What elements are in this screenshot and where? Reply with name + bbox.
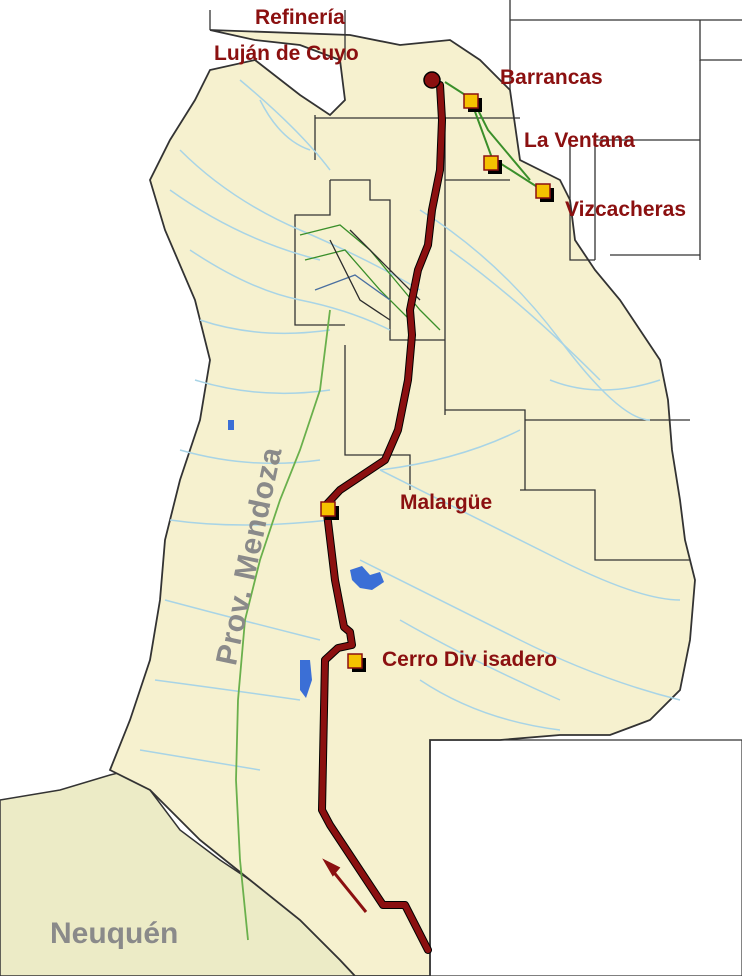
- department-boundaries: [209, 0, 742, 561]
- field-marker-barrancas: [463, 93, 482, 112]
- main-pipeline-fill: [319, 82, 445, 953]
- oilfield-cluster: [299, 224, 441, 331]
- lakes: [228, 420, 384, 698]
- field-marker-malargue: [320, 501, 339, 520]
- east-region-area: [429, 739, 742, 976]
- neighbor-province-label: Neuquén: [50, 917, 179, 950]
- rivers: [139, 79, 681, 771]
- field-label-malargue: Malargüe: [400, 491, 493, 514]
- field-marker-vizcacheras: [535, 183, 554, 202]
- field-marker-la-ventana: [483, 155, 502, 174]
- secondary-pipeline: [444, 81, 543, 191]
- field-marker-cerro-divisadero: [347, 653, 366, 672]
- flow-direction-arrow: [322, 858, 368, 913]
- refinery-label-line1: Refinería: [255, 6, 345, 29]
- field-label-la-ventana: La Ventana: [524, 129, 635, 152]
- refinery-marker: [423, 71, 441, 89]
- field-label-cerro-divisadero: Cerro Div isadero: [382, 648, 558, 671]
- green-river: [235, 309, 331, 941]
- field-label-vizcacheras: Vizcacheras: [565, 198, 687, 221]
- refinery-label-line2: Luján de Cuyo: [214, 42, 359, 65]
- field-label-barrancas: Barrancas: [500, 66, 603, 89]
- mendoza-province-area: [108, 29, 696, 976]
